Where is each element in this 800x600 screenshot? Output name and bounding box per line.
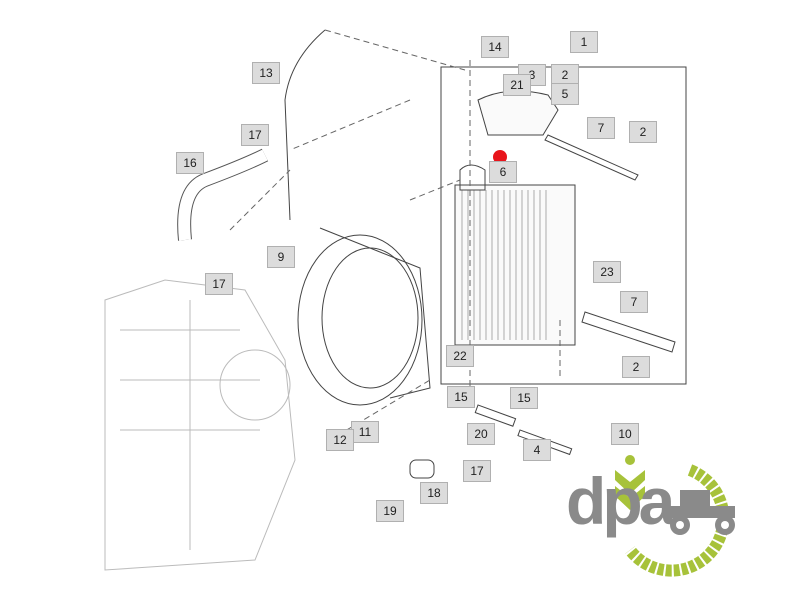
callout-2[interactable]: 2: [622, 356, 650, 378]
callout-15[interactable]: 15: [510, 387, 538, 409]
callout-17[interactable]: 17: [205, 273, 233, 295]
callout-19[interactable]: 19: [376, 500, 404, 522]
callout-13[interactable]: 13: [252, 62, 280, 84]
callout-20[interactable]: 20: [467, 423, 495, 445]
callout-16[interactable]: 16: [176, 152, 204, 174]
callout-5[interactable]: 5: [551, 83, 579, 105]
callout-6[interactable]: 6: [489, 161, 517, 183]
callout-21[interactable]: 21: [503, 74, 531, 96]
callout-15[interactable]: 15: [447, 386, 475, 408]
callout-1[interactable]: 1: [570, 31, 598, 53]
callout-7[interactable]: 7: [620, 291, 648, 313]
fan-shroud: [297, 234, 423, 406]
callout-2[interactable]: 2: [629, 121, 657, 143]
callout-17[interactable]: 17: [463, 460, 491, 482]
expansion-tank: [477, 90, 559, 136]
callout-18[interactable]: 18: [420, 482, 448, 504]
callout-10[interactable]: 10: [611, 423, 639, 445]
callout-23[interactable]: 23: [593, 261, 621, 283]
callout-4[interactable]: 4: [523, 439, 551, 461]
highlight-dot: [493, 150, 507, 164]
logo-text: dpa: [566, 464, 675, 538]
dpa-logo: [615, 455, 735, 577]
engine: [104, 279, 296, 571]
callout-12[interactable]: 12: [326, 429, 354, 451]
callout-11[interactable]: 11: [351, 421, 379, 443]
callout-17[interactable]: 17: [241, 124, 269, 146]
callout-7[interactable]: 7: [587, 117, 615, 139]
callout-22[interactable]: 22: [446, 345, 474, 367]
callout-9[interactable]: 9: [267, 246, 295, 268]
radiator-core: [454, 184, 576, 346]
callout-14[interactable]: 14: [481, 36, 509, 58]
